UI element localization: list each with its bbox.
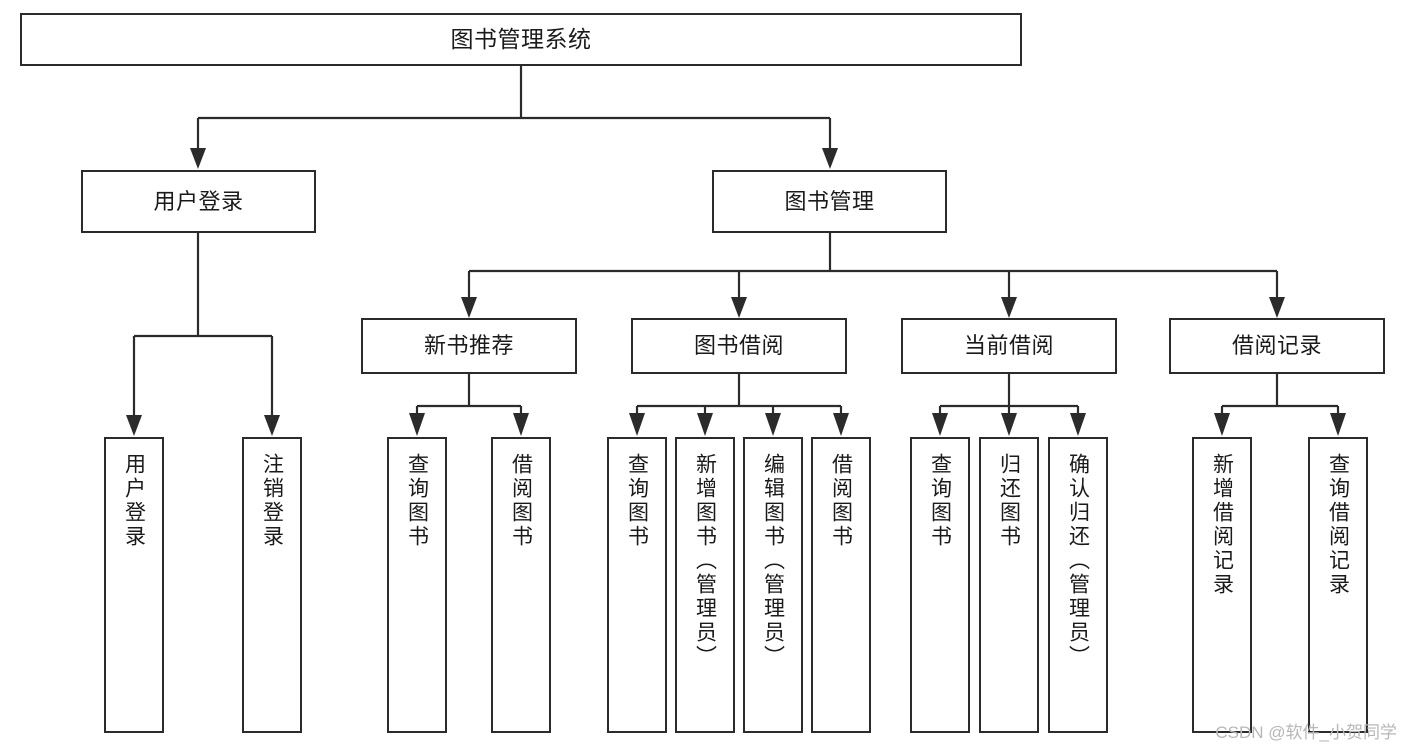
leaf-book-borrow-borrow-book[interactable]: 借阅图书 [811, 437, 871, 733]
leaf-borrow-record-query[interactable]: 查询借阅记录 [1308, 437, 1368, 733]
arrowhead-to-book-borrow [731, 297, 747, 318]
arrowhead-to-book-mgmt [822, 148, 838, 169]
node-label: 查询借阅记录 [1326, 453, 1350, 597]
node-label: 借阅图书 [509, 453, 533, 549]
arrowhead-to-bb-edit [765, 413, 781, 436]
node-label: 查询图书 [405, 453, 429, 549]
arrowhead-to-user-login-do [126, 415, 142, 436]
node-book-borrow[interactable]: 图书借阅 [631, 318, 847, 374]
leaf-new-book-borrow-book[interactable]: 借阅图书 [491, 437, 551, 733]
node-label: 注销登录 [260, 453, 284, 549]
node-root-book-management-system[interactable]: 图书管理系统 [20, 13, 1022, 66]
node-label: 借阅记录 [1231, 333, 1322, 359]
arrowhead-to-cb-confirm [1070, 413, 1086, 436]
arrowhead-to-user-logout [264, 415, 280, 436]
node-label: 用户登录 [153, 188, 244, 214]
leaf-book-borrow-query-book[interactable]: 查询图书 [607, 437, 667, 733]
arrowhead-to-borrow-record [1269, 297, 1285, 318]
arrowhead-to-bb-query [629, 413, 645, 436]
node-label: 借阅图书 [829, 453, 853, 549]
arrowhead-to-nb-borrow [513, 413, 529, 436]
node-new-book-recommend[interactable]: 新书推荐 [361, 318, 577, 374]
node-label: 新增借阅记录 [1210, 453, 1234, 597]
node-label: 查询图书 [928, 453, 952, 549]
node-label: 查询图书 [625, 453, 649, 549]
arrowhead-to-br-add [1214, 413, 1230, 436]
leaf-current-borrow-return-book[interactable]: 归还图书 [979, 437, 1039, 733]
leaf-book-borrow-edit-book[interactable]: 编辑图书（管理员） [743, 437, 803, 733]
leaf-current-borrow-confirm-return[interactable]: 确认归还（管理员） [1048, 437, 1108, 733]
node-label: 编辑图书（管理员） [761, 453, 785, 669]
node-current-borrow[interactable]: 当前借阅 [901, 318, 1117, 374]
arrowhead-to-current-borrow [1001, 297, 1017, 318]
node-book-management[interactable]: 图书管理 [712, 170, 947, 233]
arrowhead-to-cb-return [1001, 413, 1017, 436]
node-label: 图书借阅 [693, 333, 784, 359]
node-label: 用户登录 [122, 453, 146, 549]
arrowhead-to-br-query [1330, 413, 1346, 436]
node-label: 新书推荐 [423, 333, 514, 359]
node-label: 新增图书（管理员） [693, 453, 717, 669]
node-label: 图书管理系统 [450, 25, 592, 52]
leaf-user-logout[interactable]: 注销登录 [242, 437, 302, 733]
node-user-login[interactable]: 用户登录 [81, 170, 316, 233]
arrowhead-to-new-book [461, 297, 477, 318]
node-borrow-record[interactable]: 借阅记录 [1169, 318, 1385, 374]
arrowhead-to-user-login [190, 148, 206, 169]
leaf-user-login-do[interactable]: 用户登录 [104, 437, 164, 733]
arrowhead-to-nb-query [409, 413, 425, 436]
arrowhead-to-bb-borrow [833, 413, 849, 436]
node-label: 图书管理 [784, 188, 875, 214]
leaf-book-borrow-add-book[interactable]: 新增图书（管理员） [675, 437, 735, 733]
arrowhead-to-cb-query [932, 413, 948, 436]
leaf-borrow-record-add[interactable]: 新增借阅记录 [1192, 437, 1252, 733]
node-label: 当前借阅 [963, 333, 1054, 359]
leaf-current-borrow-query-book[interactable]: 查询图书 [910, 437, 970, 733]
leaf-new-book-query-book[interactable]: 查询图书 [387, 437, 447, 733]
arrowhead-to-bb-add [697, 413, 713, 436]
csdn-watermark: CSDN @软件_小贺同学 [1215, 723, 1397, 742]
node-label: 确认归还（管理员） [1066, 453, 1090, 669]
node-label: 归还图书 [997, 453, 1021, 549]
